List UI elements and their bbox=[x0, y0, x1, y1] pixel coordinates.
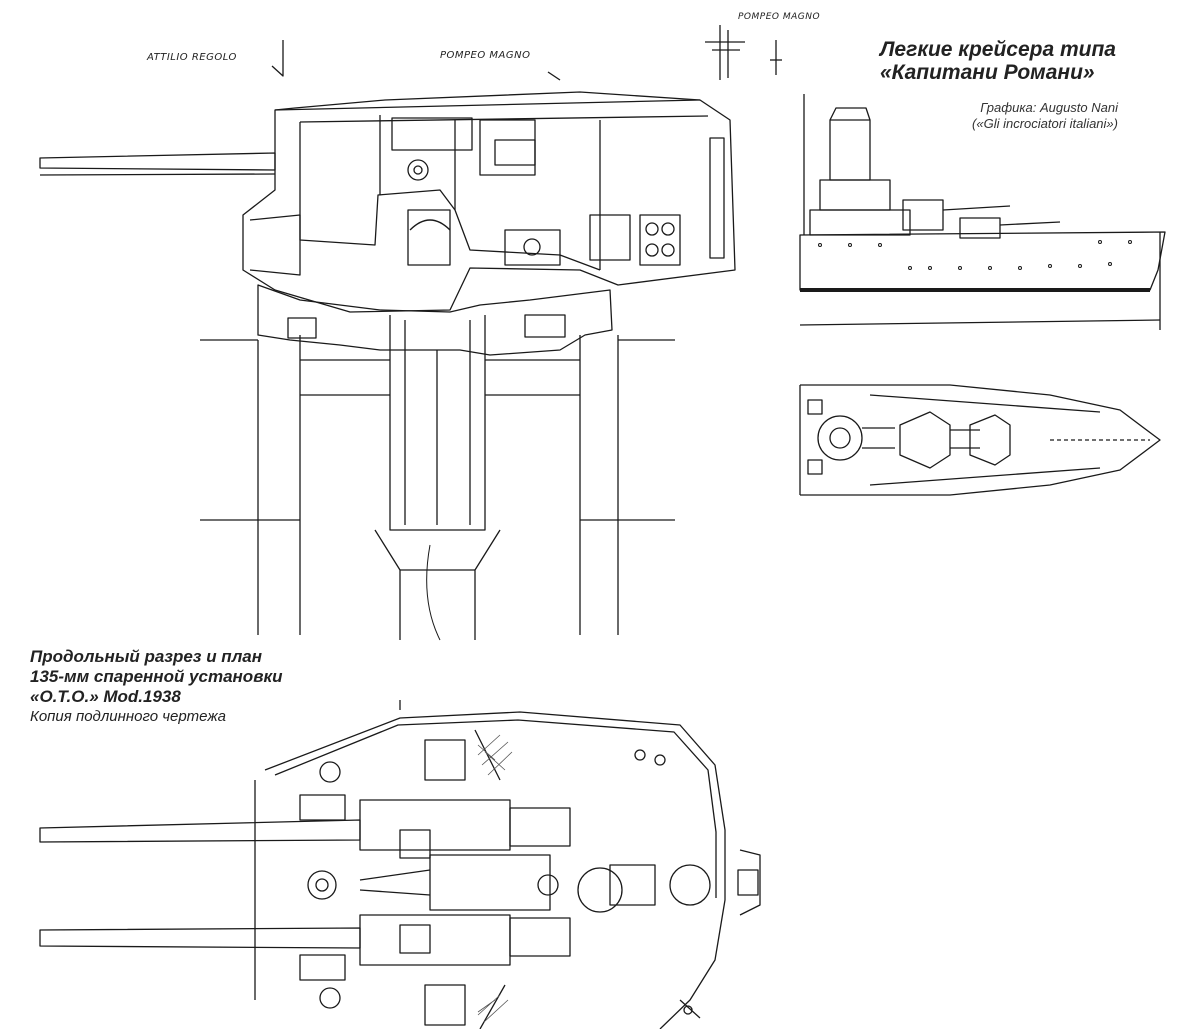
figure-caption: Продольный разрез и план 135-мм спаренно… bbox=[30, 647, 282, 727]
mast-sketch bbox=[705, 25, 782, 80]
image-credit: Графика: Augusto Nani («Gli incrociatori… bbox=[898, 100, 1118, 132]
label-pompeo-magno-section: POMPEO MAGNO bbox=[440, 50, 531, 61]
caption-line-3: «O.T.O.» Mod.1938 bbox=[30, 687, 181, 706]
turret-section-view bbox=[39, 40, 736, 641]
caption-line-1: Продольный разрез и план bbox=[30, 647, 262, 666]
credit-line-1: Графика: Augusto Nani bbox=[980, 100, 1118, 115]
caption-line-4: Копия подлинного чертежа bbox=[30, 708, 227, 725]
ship-profile bbox=[799, 94, 1166, 330]
page-title: Легкие крейсера типа «Капитани Романи» bbox=[880, 38, 1116, 84]
label-attilio-regolo: ATTILIO REGOLO bbox=[147, 52, 237, 63]
title-line-2: «Капитани Романи» bbox=[880, 61, 1095, 84]
ship-deck-plan bbox=[799, 384, 1161, 496]
caption-line-2: 135-мм спаренной установки bbox=[30, 667, 283, 686]
credit-line-2: («Gli incrociatori italiani») bbox=[972, 116, 1118, 131]
label-pompeo-magno-top: POMPEO MAGNO bbox=[738, 12, 821, 22]
title-line-1: Легкие крейсера типа bbox=[880, 38, 1116, 61]
turret-plan-view bbox=[39, 700, 761, 1029]
